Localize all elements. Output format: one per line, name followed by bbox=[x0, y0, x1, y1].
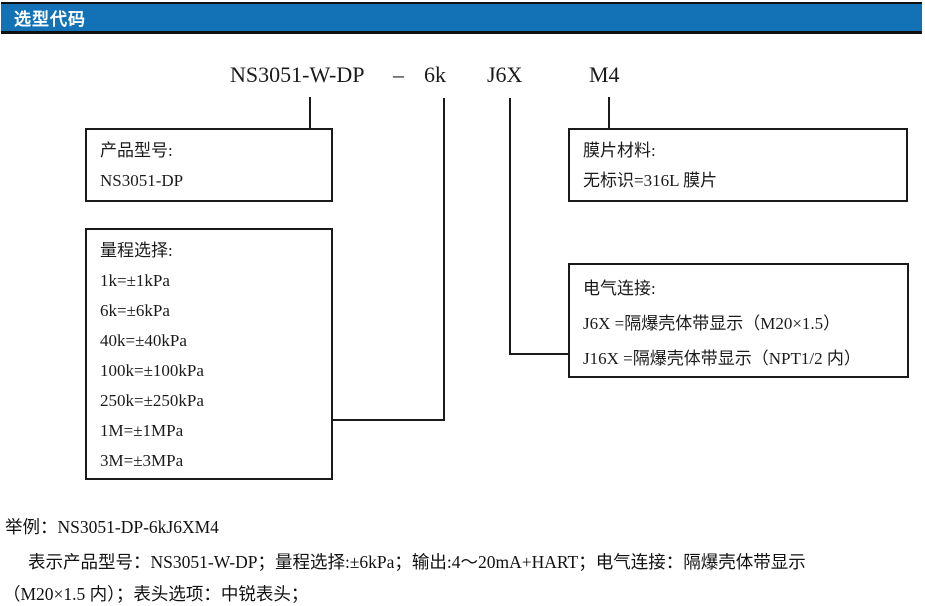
example-description-continued: （M20×1.5 内）；表头选项：中锐表头； bbox=[3, 584, 309, 604]
range-option: 3M=±3MPa bbox=[100, 451, 184, 470]
range-option: 1k=±1kPa bbox=[100, 271, 170, 290]
example-code-line: 举例：NS3051-DP-6kJ6XM4 bbox=[5, 517, 219, 537]
code-dash: – bbox=[393, 62, 404, 87]
connector-range-vertical bbox=[443, 98, 445, 421]
connector-membrane-vertical bbox=[608, 97, 610, 128]
code-range: 6k bbox=[424, 62, 446, 87]
membrane-material-box-title: 膜片材料: bbox=[583, 141, 656, 160]
product-model-box: 产品型号: NS3051-DP bbox=[85, 128, 333, 202]
electrical-option: J16X =隔爆壳体带显示（NPT1/2 内） bbox=[583, 349, 861, 368]
code-electrical: J6X bbox=[487, 62, 523, 87]
electrical-connection-box-title: 电气连接: bbox=[583, 279, 656, 298]
product-model-box-value: NS3051-DP bbox=[100, 171, 184, 190]
section-header-bar: 选型代码 bbox=[1, 2, 922, 34]
range-selection-box: 量程选择: 1k=±1kPa 6k=±6kPa 40k=±40kPa 100k=… bbox=[85, 228, 333, 480]
connector-electrical-vertical bbox=[509, 98, 511, 355]
membrane-material-box: 膜片材料: 无标识=316L 膜片 bbox=[568, 128, 908, 202]
range-option: 250k=±250kPa bbox=[100, 391, 204, 410]
section-title: 选型代码 bbox=[14, 10, 86, 29]
range-selection-box-title: 量程选择: bbox=[100, 241, 173, 260]
connector-range-horizontal bbox=[331, 419, 445, 421]
electrical-connection-box: 电气连接: J6X =隔爆壳体带显示（M20×1.5） J16X =隔爆壳体带显… bbox=[568, 263, 909, 378]
connector-model-vertical bbox=[309, 97, 311, 128]
range-option: 100k=±100kPa bbox=[100, 361, 204, 380]
range-option: 1M=±1MPa bbox=[100, 421, 184, 440]
code-model: NS3051-W-DP bbox=[230, 62, 365, 87]
range-option: 40k=±40kPa bbox=[100, 331, 187, 350]
example-description-line: 表示产品型号：NS3051-W-DP；量程选择:±6kPa；输出:4～20mA+… bbox=[28, 552, 806, 572]
range-option: 6k=±6kPa bbox=[100, 301, 170, 320]
connector-electrical-horizontal bbox=[509, 353, 569, 355]
membrane-material-box-value: 无标识=316L 膜片 bbox=[583, 171, 718, 190]
electrical-option: J6X =隔爆壳体带显示（M20×1.5） bbox=[583, 314, 841, 333]
product-model-box-title: 产品型号: bbox=[100, 141, 173, 160]
code-display: M4 bbox=[589, 62, 620, 87]
